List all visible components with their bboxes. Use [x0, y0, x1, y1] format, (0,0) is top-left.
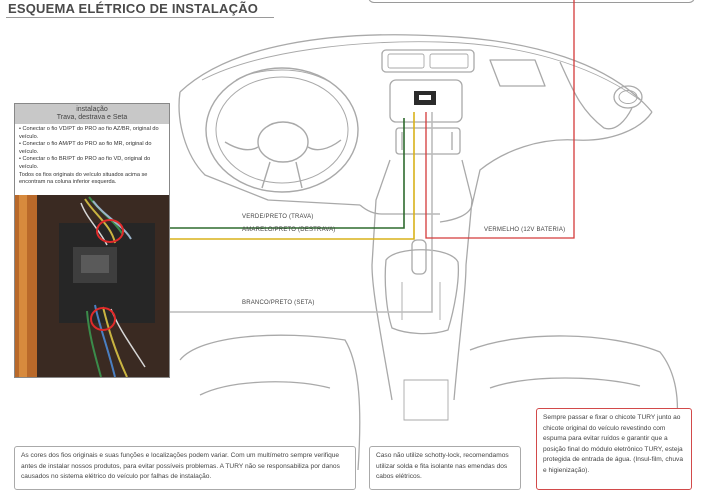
- dashboard-outline: [178, 34, 653, 223]
- instruction-item: • Conectar o fio BR/PT do PRO ao fio VD,…: [19, 156, 151, 170]
- steering-wheel: [205, 67, 359, 193]
- installation-box-heading: instalação Trava, destrava e Seta: [15, 104, 169, 124]
- wiring-photo: [15, 195, 169, 377]
- installation-heading-line2: Trava, destrava e Seta: [56, 114, 128, 121]
- instruction-item: • Conectar o fio AM/PT do PRO ao fio MR,…: [19, 141, 152, 155]
- installation-box: instalação Trava, destrava e Seta • Cone…: [14, 103, 170, 378]
- wire-red: [425, 0, 575, 239]
- module-connector: [414, 91, 436, 105]
- note-middle: Caso não utilize schotty-lock, recomenda…: [369, 446, 521, 490]
- instruction-item: Todos os fios originais do veículo situa…: [19, 171, 148, 186]
- instruction-item: • Conectar o fio VD/PT do PRO ao fio AZ/…: [19, 126, 159, 140]
- note-left: As cores dos fios originais e suas funçõ…: [14, 446, 356, 490]
- wire-yellow: [104, 112, 415, 240]
- seats: [179, 334, 679, 471]
- wire-label-white: BRANCO/PRETO (SETA): [242, 300, 315, 306]
- note-right: Sempre passar e fixar o chicote TURY jun…: [536, 408, 692, 490]
- center-console: [371, 49, 475, 421]
- wire-label-green: VERDE/PRETO (TRAVA): [242, 214, 314, 220]
- wire-label-yellow: AMARELO/PRETO (DESTRAVA): [242, 227, 336, 233]
- installation-instructions: • Conectar o fio VD/PT do PRO ao fio AZ/…: [15, 124, 169, 187]
- installation-heading-line1: instalação: [76, 106, 108, 113]
- wire-label-red: VERMELHO (12V BATERIA): [484, 227, 566, 233]
- page-title: ESQUEMA ELÉTRICO DE INSTALAÇÃO: [8, 1, 259, 16]
- title-underline: [6, 17, 274, 18]
- right-vent: [613, 85, 643, 109]
- wire-white: [104, 112, 433, 313]
- wire-green: [104, 118, 405, 229]
